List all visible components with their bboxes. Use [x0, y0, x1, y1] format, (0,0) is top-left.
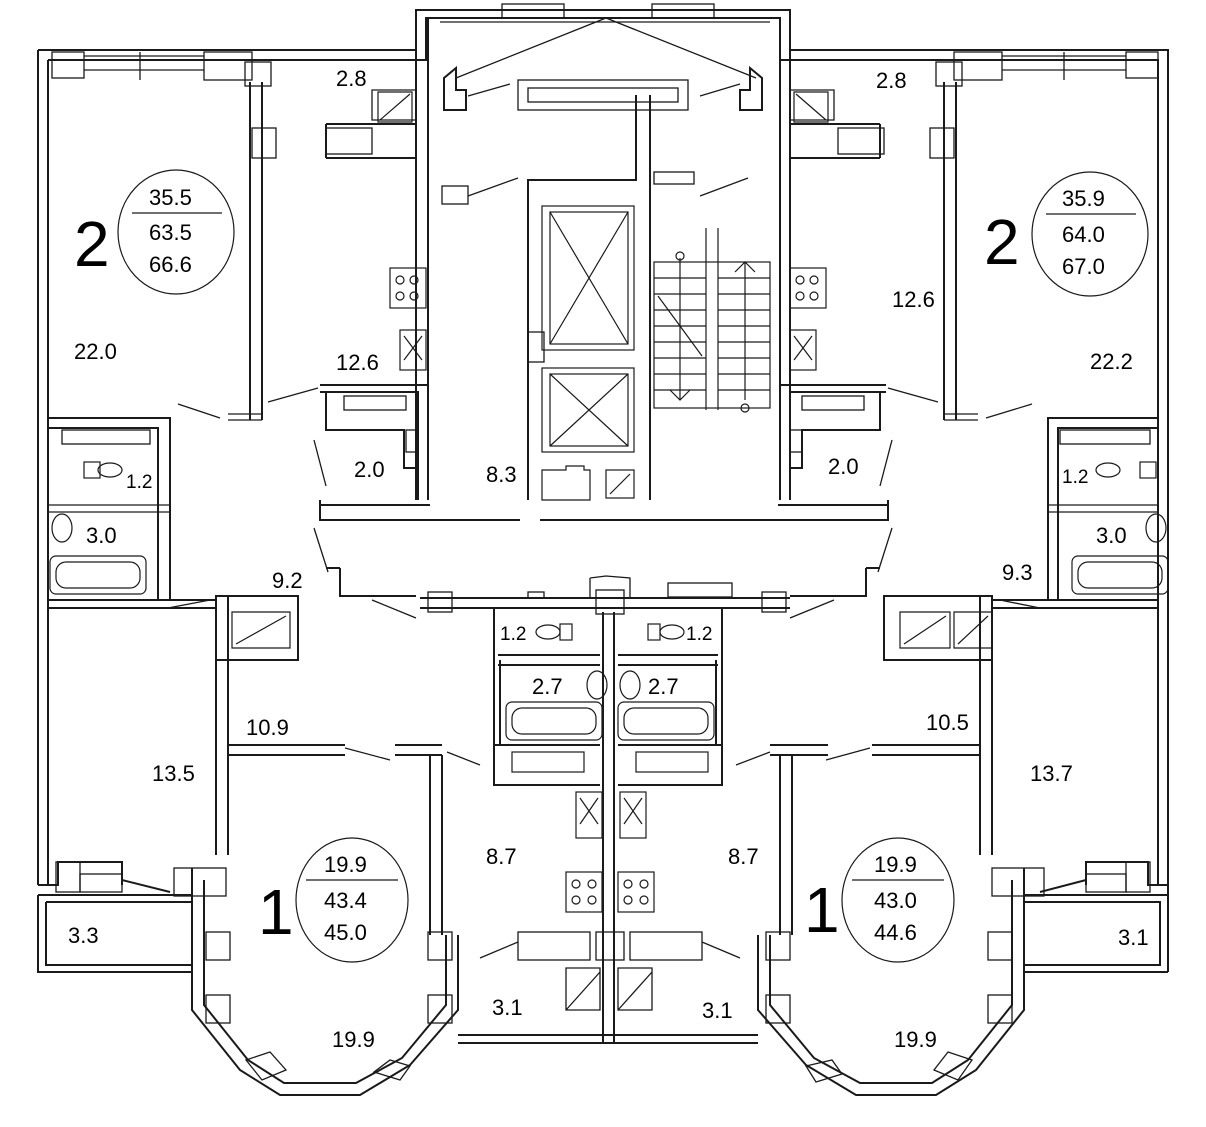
room-area: 22.0 — [74, 339, 117, 364]
room-area: 1.2 — [1062, 467, 1088, 488]
rooms-count: 2 — [74, 208, 110, 280]
room-area: 22.2 — [1090, 349, 1133, 374]
apartment-label-bottom-right: 1 19.9 43.0 44.6 — [804, 837, 955, 963]
total-area-with-balcony: 45.0 — [324, 920, 367, 945]
room-area: 2.8 — [336, 66, 367, 91]
room-area: 10.5 — [926, 710, 969, 735]
room-area: 9.2 — [272, 568, 303, 593]
room-area: 8.7 — [486, 844, 517, 869]
living-area: 35.9 — [1062, 186, 1105, 211]
room-area: 1.2 — [686, 624, 712, 645]
room-area: 2.8 — [876, 68, 907, 93]
interior-walls — [48, 18, 1158, 1083]
room-area: 2.7 — [532, 674, 563, 699]
living-area: 19.9 — [324, 852, 367, 877]
staircase — [653, 228, 771, 413]
total-area: 43.4 — [324, 888, 367, 913]
room-area: 9.3 — [1002, 560, 1033, 585]
apartment-label-top-left: 2 35.5 63.5 66.6 — [74, 169, 235, 295]
room-area: 2.0 — [828, 454, 859, 479]
room-area: 19.9 — [332, 1027, 375, 1052]
room-area: 2.0 — [354, 457, 385, 482]
living-area: 19.9 — [874, 852, 917, 877]
room-area: 1.2 — [500, 624, 526, 645]
outer-walls — [37, 3, 1169, 1096]
room-area: 8.3 — [486, 462, 517, 487]
room-area: 12.6 — [336, 350, 379, 375]
total-area-with-balcony: 44.6 — [874, 920, 917, 945]
living-area: 35.5 — [149, 185, 192, 210]
total-area: 63.5 — [149, 220, 192, 245]
room-area: 3.1 — [702, 998, 733, 1023]
apartment-label-top-right: 2 35.9 64.0 67.0 — [984, 171, 1149, 297]
room-area: 2.7 — [648, 674, 679, 699]
room-area: 8.7 — [728, 844, 759, 869]
total-area: 43.0 — [874, 888, 917, 913]
room-area: 1.2 — [126, 472, 152, 493]
total-area-with-balcony: 67.0 — [1062, 254, 1105, 279]
room-area: 3.1 — [492, 995, 523, 1020]
room-area: 3.3 — [68, 923, 99, 948]
total-area: 64.0 — [1062, 222, 1105, 247]
room-area: 3.1 — [1118, 925, 1149, 950]
room-area: 13.7 — [1030, 761, 1073, 786]
rooms-count: 1 — [804, 874, 840, 946]
room-area: 12.6 — [892, 287, 935, 312]
rooms-count: 1 — [258, 876, 294, 948]
apartment-label-bottom-left: 1 19.9 43.4 45.0 — [258, 837, 409, 963]
room-area: 3.0 — [86, 523, 117, 548]
fixtures — [49, 91, 1169, 913]
room-area: 3.0 — [1096, 523, 1127, 548]
room-area: 19.9 — [894, 1027, 937, 1052]
room-area-labels: 2.8 22.0 12.6 1.2 3.0 2.0 9.2 13.5 10.9 … — [68, 66, 1149, 1052]
rooms-count: 2 — [984, 206, 1020, 278]
room-area: 10.9 — [246, 715, 289, 740]
total-area-with-balcony: 66.6 — [149, 252, 192, 277]
room-area: 13.5 — [152, 761, 195, 786]
